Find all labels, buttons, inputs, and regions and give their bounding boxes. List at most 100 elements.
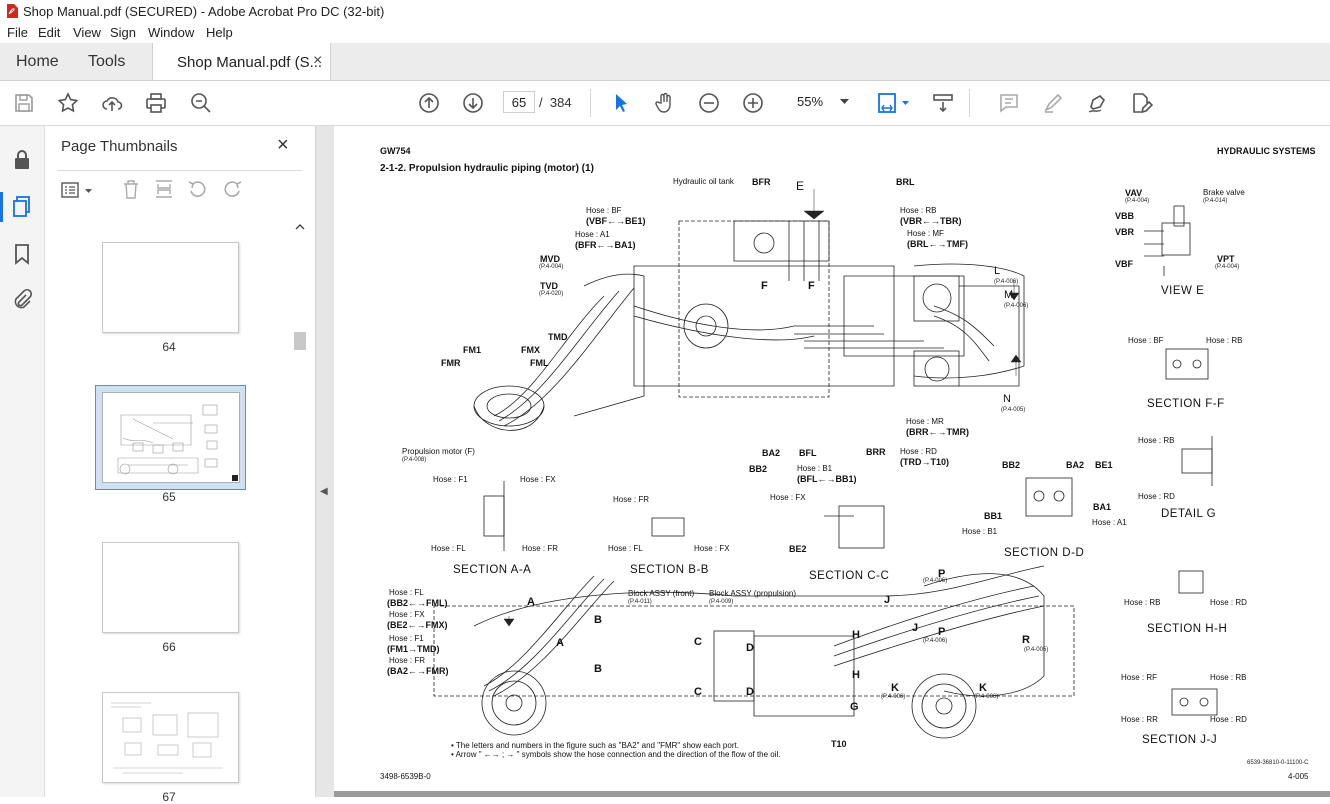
bookmark-star-icon[interactable]	[56, 91, 80, 115]
label-hose-b1: Hose : B1	[797, 464, 833, 473]
note-ports: • The letters and numbers in the figure …	[451, 741, 739, 750]
hand-tool-icon[interactable]	[653, 91, 677, 115]
label-hose-mr: Hose : MR	[906, 417, 944, 426]
page-thumbnail	[102, 392, 240, 483]
label-tvd-ref: (P.4-020)	[539, 291, 564, 297]
chevron-down-icon	[840, 99, 849, 104]
label-bb-hose-fr: Hose : FR	[613, 495, 650, 504]
label-m: M	[1004, 289, 1014, 301]
label-hose-a1-conn: (BFR←→BA1)	[575, 240, 636, 250]
label-hose-b1-conn: (BFL←→BB1)	[797, 474, 857, 484]
label-dd-hose-b1: Hose : B1	[962, 527, 998, 536]
label-cc-hose-fx: Hose : FX	[770, 493, 806, 502]
doc-footer-code: 6539-36810-0-11100-C	[1247, 760, 1309, 766]
sign-pen-icon[interactable]	[1085, 91, 1109, 115]
label-vpt-ref: (P.4-004)	[1215, 264, 1240, 270]
thumbnail-diagram-preview	[117, 404, 218, 475]
page-thumbnails-icon[interactable]	[10, 194, 34, 218]
label-hh-hose-rb: Hose : RB	[1124, 598, 1161, 607]
label-b-up: B	[594, 614, 602, 626]
label-hose-a1: Hose : A1	[575, 230, 610, 239]
menu-file[interactable]: File	[7, 25, 28, 40]
bookmarks-icon[interactable]	[10, 242, 34, 266]
label-tvd: TVD	[540, 281, 558, 291]
comment-icon[interactable]	[997, 91, 1021, 115]
page-number-input[interactable]: 65	[503, 91, 535, 113]
title-bar: Shop Manual.pdf (SECURED) - Adobe Acroba…	[0, 0, 1330, 22]
collapse-panel-icon[interactable]: ◀	[320, 486, 328, 497]
label-k1: K	[891, 682, 899, 694]
edit-document-icon[interactable]	[1129, 91, 1154, 115]
tab-close-icon[interactable]: ×	[313, 52, 323, 69]
label-b-dn: B	[594, 663, 602, 675]
thumbnail-scrollbar[interactable]	[293, 220, 307, 797]
print-icon[interactable]	[144, 91, 168, 115]
scrollbar-thumb[interactable]	[294, 332, 306, 350]
thumbnail-selection[interactable]	[95, 385, 246, 490]
close-panel-icon[interactable]: ×	[277, 134, 289, 156]
label-f-left: F	[761, 280, 768, 292]
delete-page-icon[interactable]	[120, 178, 142, 205]
label-k2: K	[979, 682, 987, 694]
label-d-dn: D	[746, 686, 754, 698]
panel-title: Page Thumbnails	[61, 138, 178, 155]
rotate-clockwise-icon[interactable]	[221, 178, 243, 205]
zoom-search-icon[interactable]	[189, 91, 213, 115]
attachments-paperclip-icon[interactable]	[10, 288, 34, 312]
menu-edit[interactable]: Edit	[38, 25, 61, 40]
tab-document[interactable]: Shop Manual.pdf (S... ×	[152, 43, 331, 80]
label-propulsion-motor-ref: (P.4-008)	[402, 457, 427, 463]
label-k2-ref: (P.4-006)	[974, 694, 999, 700]
fit-page-icon[interactable]	[876, 91, 912, 115]
menu-help[interactable]: Help	[206, 25, 233, 40]
save-icon[interactable]	[12, 91, 36, 115]
label-cc-be2: BE2	[789, 544, 807, 554]
upload-cloud-icon[interactable]	[100, 91, 124, 115]
label-brake-valve: Brake valve	[1203, 188, 1245, 197]
label-l: L	[994, 265, 1001, 277]
caption-view-e: VIEW E	[1161, 285, 1205, 297]
zoom-in-icon[interactable]	[741, 91, 765, 115]
lock-icon[interactable]	[10, 148, 34, 172]
doc-section-title: 2-1-2. Propulsion hydraulic piping (moto…	[380, 163, 594, 174]
thumbnail-options-icon[interactable]	[61, 180, 97, 205]
zoom-level-select[interactable]: 55%	[785, 91, 855, 113]
label-dd-bb1: BB1	[984, 511, 1003, 521]
label-low-hose-fx: Hose : FX	[389, 610, 425, 619]
label-g-hose-rb: Hose : RB	[1138, 436, 1175, 445]
extract-page-icon[interactable]	[153, 178, 175, 205]
acrobat-pdf-icon	[6, 4, 18, 18]
label-aa-hose-fx: Hose : FX	[520, 475, 556, 484]
next-page-icon[interactable]	[461, 91, 485, 115]
thumbnail-diagram-preview	[111, 702, 223, 774]
label-tmd: TMD	[548, 332, 568, 342]
highlight-pen-icon[interactable]	[1041, 91, 1065, 115]
rotate-counterclockwise-icon[interactable]	[187, 178, 209, 205]
menu-sign[interactable]: Sign	[110, 25, 137, 40]
label-brake-valve-ref: (P.4-014)	[1203, 198, 1228, 204]
label-p-up-ref: (P.4-006)	[923, 578, 948, 584]
label-propulsion-motor: Propulsion motor (F)	[402, 447, 475, 456]
tab-tools[interactable]: Tools	[88, 53, 126, 70]
label-hose-mr-conn: (BRR←→TMR)	[906, 427, 969, 437]
note-arrows: • Arrow " ←→ ; → " symbols show the hose…	[451, 750, 781, 759]
zoom-out-icon[interactable]	[697, 91, 721, 115]
page-thumbnail[interactable]	[102, 242, 239, 333]
page-thumbnail[interactable]	[102, 692, 239, 783]
page-thumbnails-panel: Page Thumbnails × 64	[45, 126, 316, 804]
menu-view[interactable]: View	[73, 25, 101, 40]
caption-section-bb: SECTION B-B	[630, 564, 709, 576]
horizontal-scrollbar[interactable]	[334, 791, 1330, 797]
page-total: / 384	[539, 95, 572, 110]
scroll-up-icon[interactable]	[295, 224, 305, 230]
tab-home[interactable]: Home	[16, 53, 59, 70]
thumbnail-label: 67	[162, 790, 176, 804]
scroll-mode-icon[interactable]	[931, 91, 955, 115]
caption-section-ff: SECTION F-F	[1147, 398, 1225, 410]
label-h-dn: H	[852, 669, 860, 681]
previous-page-icon[interactable]	[417, 91, 441, 115]
label-bb-hose-fx: Hose : FX	[694, 544, 730, 553]
select-cursor-icon[interactable]	[609, 91, 633, 115]
menu-window[interactable]: Window	[148, 25, 195, 40]
page-thumbnail[interactable]	[102, 542, 239, 633]
